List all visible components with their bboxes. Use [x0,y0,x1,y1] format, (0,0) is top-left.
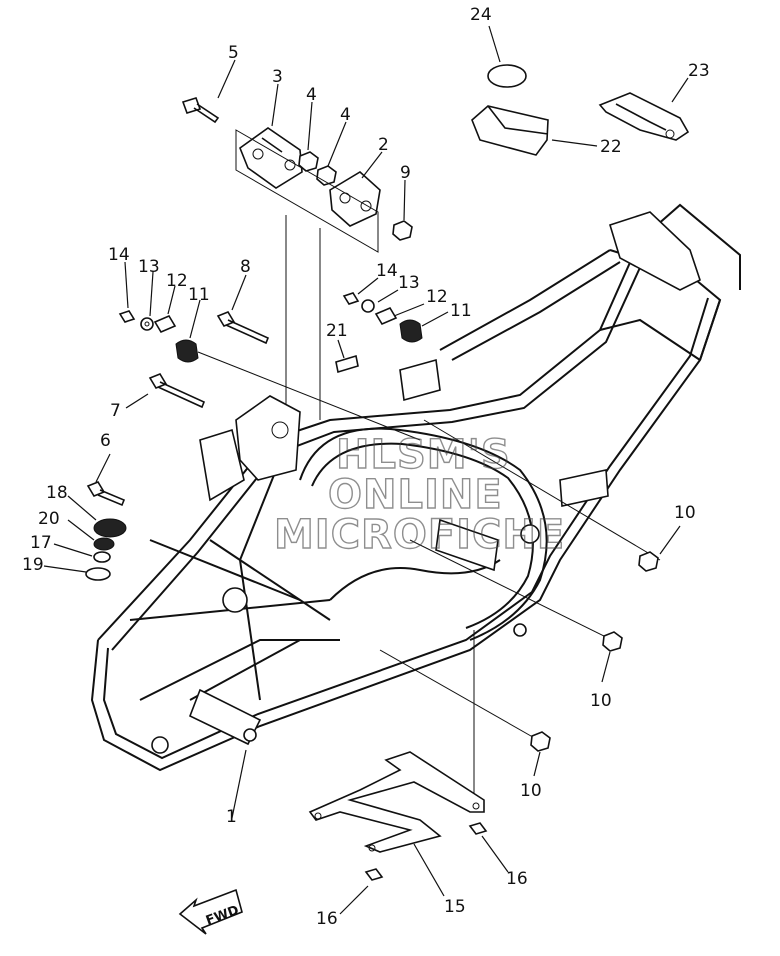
callout-19: 19 [22,555,44,575]
part-12-collar-right [374,306,398,326]
callout-11-right: 11 [450,301,472,321]
part-15-skid-bracket [308,751,485,853]
part-4-nut-a [298,151,319,172]
part-10-nut-b [602,631,623,652]
part-9-nut [392,220,413,241]
callout-14-right: 14 [376,261,398,281]
callout-10-a: 10 [674,503,696,523]
callout-13-right: 13 [398,273,420,293]
callout-4a: 4 [306,85,317,105]
part-21-label [335,354,359,374]
part-16-bolt-b [364,868,384,881]
callout-2: 2 [378,135,389,155]
callout-6: 6 [100,431,111,451]
watermark-line-2: ONLINE [328,472,503,518]
callout-9: 9 [400,163,411,183]
callout-12-right: 12 [426,287,448,307]
part-13-washer-right [361,299,375,313]
part-6-bolt [86,481,126,507]
part-13-washer-left [140,317,154,331]
part-14-bolt-left [118,310,136,323]
part-23-bracket [598,92,690,141]
watermark-line-3: MICROFICHE [274,512,565,558]
part-3-bracket [239,127,303,189]
part-10-nut-a [638,551,659,572]
part-18-spacer [93,518,127,538]
part-22-pad [471,105,549,156]
watermark-line-1: HLSM'S [336,432,511,478]
watermark: HLSM'S ONLINE MICROFICHE [273,431,565,558]
callout-21: 21 [326,321,348,341]
callout-10-b: 10 [590,691,612,711]
part-8-bolt [216,311,270,345]
part-17-washer [93,551,111,563]
part-10-nut-c [530,731,551,752]
part-19-spacer [85,567,111,581]
part-11-bushing-right [399,319,423,343]
callout-12-left: 12 [166,271,188,291]
callout-1: 1 [226,807,237,827]
callout-22: 22 [600,137,622,157]
callout-8: 8 [240,257,251,277]
callout-7: 7 [110,401,121,421]
part-5-bolt [181,97,220,124]
callout-5: 5 [228,43,239,63]
callout-23: 23 [688,61,710,81]
callout-20: 20 [38,509,60,529]
callout-15: 15 [444,897,466,917]
part-14-bolt-right [342,292,360,305]
callout-3: 3 [272,67,283,87]
callout-11-left: 11 [188,285,210,305]
part-1-frame [90,203,741,800]
callout-13-left: 13 [138,257,160,277]
part-24-disc [487,64,527,88]
part-20-washer [93,537,115,551]
callout-14-left: 14 [108,245,130,265]
part-7-bolt [148,373,206,409]
part-12-collar-left [153,314,177,334]
callout-16-b: 16 [316,909,338,929]
callout-16-a: 16 [506,869,528,889]
part-16-bolt-a [468,822,488,835]
callout-10-c: 10 [520,781,542,801]
fwd-direction-arrow: FWD [178,888,243,935]
callout-17: 17 [30,533,52,553]
callout-4b: 4 [340,105,351,125]
callout-18: 18 [46,483,68,503]
callout-24: 24 [470,5,492,25]
part-11-bushing-left [175,339,199,363]
